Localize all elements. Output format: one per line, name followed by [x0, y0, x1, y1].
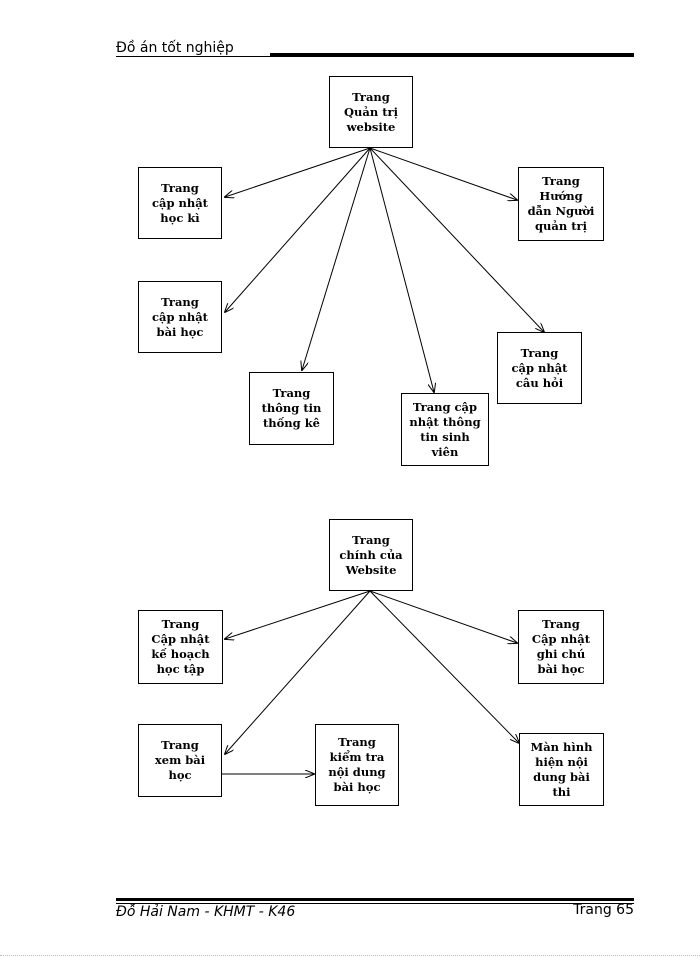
node-check-lesson-content: Trang kiểm tra nội dung bài học [315, 724, 399, 806]
edge-home-to-notes [369, 590, 517, 643]
header-rule-thin [116, 56, 634, 57]
edge-admin-to-questions [369, 147, 544, 332]
edge-admin-to-statistics [302, 147, 371, 370]
document-header-title: Đồ án tốt nghiệp [116, 40, 234, 56]
edge-admin-to-student-info [369, 147, 434, 392]
node-update-questions: Trang cập nhật câu hỏi [497, 332, 582, 404]
node-statistics-page: Trang thông tin thống kê [249, 372, 334, 445]
node-update-lesson: Trang cập nhật bài học [138, 281, 222, 353]
edge-home-to-exam-screen [369, 590, 519, 743]
node-update-study-plan: Trang Cập nhật kế hoạch học tập [138, 610, 223, 684]
node-update-lesson-notes: Trang Cập nhật ghi chú bài học [518, 610, 604, 684]
footer-rule-thin [116, 903, 634, 904]
header-rule-thick [270, 53, 634, 56]
footer-page-number: Trang 65 [573, 902, 634, 918]
node-update-semester: Trang cập nhật học kì [138, 167, 222, 239]
node-update-student-info: Trang cập nhật thông tin sinh viên [401, 393, 489, 466]
node-exam-content-screen: Màn hình hiện nội dung bài thi [519, 733, 604, 806]
footer-author: Đỗ Hải Nam - KHMT - K46 [116, 904, 296, 920]
node-view-lesson: Trang xem bài học [138, 724, 222, 797]
edge-home-to-study-plan [225, 590, 371, 639]
page-bottom-border [0, 955, 700, 956]
edge-home-to-view-lesson [225, 590, 371, 754]
edge-admin-to-guide [369, 147, 517, 200]
node-admin-guide: Trang Hướng dẫn Người quản trị [518, 167, 604, 241]
edge-admin-to-semester [225, 147, 371, 197]
node-admin-page: Trang Quản trị website [329, 76, 413, 148]
node-home-page: Trang chính của Website [329, 519, 413, 591]
footer-rule-thick [116, 898, 634, 901]
edge-admin-to-lesson [225, 147, 371, 312]
